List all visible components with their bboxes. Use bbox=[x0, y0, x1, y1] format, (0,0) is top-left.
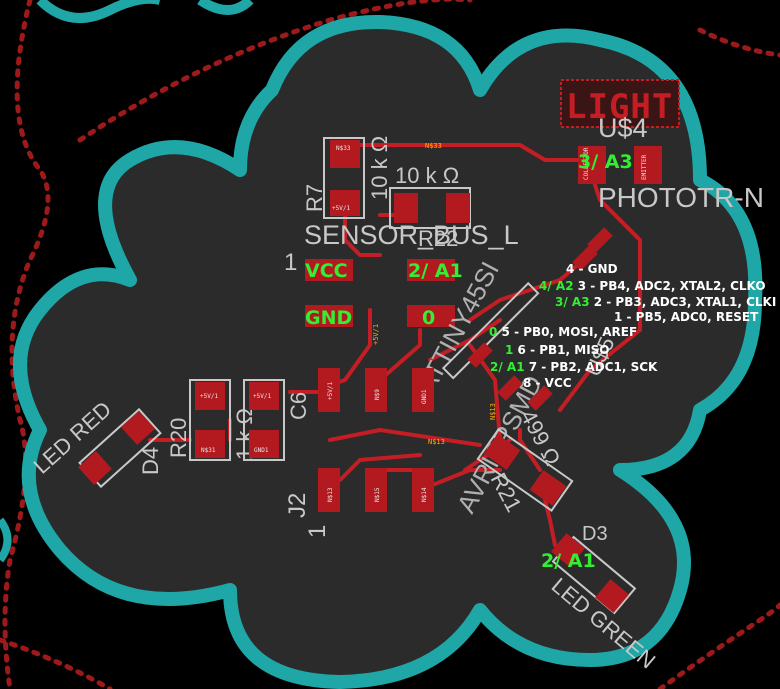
header-label-a1: 2/ A1 bbox=[408, 260, 463, 282]
dashed-outline-bottom bbox=[0, 637, 113, 689]
r21-pad-1 bbox=[483, 434, 521, 470]
r22-pad-left bbox=[394, 193, 418, 223]
r7-net-bottom: +5V/1 bbox=[332, 205, 350, 212]
pinout-line-4: 0 5 - PB0, MOSI, AREF bbox=[489, 325, 637, 339]
j2-pad-3 bbox=[365, 468, 387, 512]
sensor-bus-pin1: 1 bbox=[284, 249, 297, 276]
u4-collector-text: COLLECTOR bbox=[583, 147, 590, 180]
r20-pad-bottom bbox=[195, 430, 225, 458]
r20-net-bottom: N$31 bbox=[201, 447, 216, 454]
isp-net-vcc: +5V/1 bbox=[327, 382, 334, 400]
r21-outline bbox=[476, 428, 574, 512]
d4-name: D4 bbox=[138, 447, 163, 475]
neighbor-outline-left bbox=[0, 517, 12, 563]
j2-net-n13: N$13 bbox=[327, 487, 334, 502]
u4-name: U$4 bbox=[598, 113, 648, 143]
header-pad-gnd bbox=[305, 305, 353, 327]
d4-pad-2 bbox=[121, 411, 155, 445]
r20-pad-top bbox=[195, 382, 225, 410]
pinout-line-2: 3/ A3 2 - PB3, ADC3, XTAL1, CLKI bbox=[555, 295, 776, 309]
a1-led-label: 2/ A1 bbox=[541, 550, 596, 572]
pinout-line-7: 8 - VCC bbox=[523, 376, 572, 390]
j2-net-n14: N$14 bbox=[421, 487, 428, 502]
dashed-outline-bottomright bbox=[657, 602, 780, 689]
attiny-pad-2 bbox=[572, 245, 598, 271]
d4-pad-1 bbox=[78, 451, 112, 485]
board-outline bbox=[13, 14, 763, 689]
attiny-body bbox=[441, 281, 540, 380]
isp-net-n9: N$9 bbox=[374, 389, 381, 400]
r7-value: 10 k Ω bbox=[367, 136, 392, 200]
u4-value: PHOTOTR-N bbox=[598, 182, 764, 213]
r7-pad-top bbox=[330, 140, 360, 168]
pinout-line-0: 4 - GND bbox=[566, 262, 618, 276]
c6-outline bbox=[243, 379, 285, 461]
isp-pad-6 bbox=[412, 368, 434, 412]
c6-pad-top bbox=[249, 382, 279, 410]
r22-pad-right bbox=[446, 193, 470, 223]
header-pad-vcc bbox=[305, 259, 353, 281]
neighbor-outline-topright bbox=[197, 0, 254, 15]
isp-pad-2 bbox=[318, 368, 340, 412]
pinout-line-3: 1 - PB5, ADC0, RESET bbox=[614, 310, 759, 324]
r21-pad-2 bbox=[529, 470, 567, 506]
header-label-vcc: VCC bbox=[305, 260, 348, 282]
header-label-0: 0 bbox=[422, 307, 435, 329]
r20-net-top: +5V/1 bbox=[200, 393, 218, 400]
d3-pad-1 bbox=[551, 533, 585, 567]
u4-pad-collector bbox=[578, 146, 606, 184]
j2-pad-1 bbox=[318, 468, 340, 512]
attiny-pad-7 bbox=[527, 385, 553, 411]
header-label-gnd: GND bbox=[305, 307, 352, 329]
pinout-line-5: 1 6 - PB1, MISO bbox=[505, 343, 610, 357]
r22-value: 10 k Ω bbox=[395, 163, 459, 188]
attiny-pad-6 bbox=[497, 375, 523, 401]
j2-net-n15: N$15 bbox=[374, 487, 381, 502]
r22-net-top: N$33 bbox=[425, 142, 442, 150]
header-pad-0 bbox=[407, 305, 455, 327]
pinout-line-1: 4/ A2 3 - PB4, ADC2, XTAL2, CLKO bbox=[539, 279, 766, 293]
d3-name: D3 bbox=[582, 523, 608, 545]
sensor-bus-label: SENSOR_BUS_L bbox=[304, 220, 519, 250]
dashed-outline-arc bbox=[77, 0, 473, 143]
light-logo-box bbox=[560, 79, 680, 128]
attiny-pad-1 bbox=[587, 227, 613, 253]
r7-net-top: N$33 bbox=[336, 145, 351, 152]
j2-name: J2 bbox=[284, 493, 311, 518]
j2-pin1: 1 bbox=[304, 525, 331, 538]
neighbor-outline-top bbox=[36, 0, 160, 23]
r7-pad-bottom bbox=[330, 190, 360, 216]
c6-pad-bottom bbox=[249, 430, 279, 458]
pinout-line-6: 2/ A1 7 - PB2, ADC1, SCK bbox=[490, 360, 658, 374]
r20-outline bbox=[189, 379, 231, 461]
light-logo: LIGHT bbox=[566, 87, 673, 127]
net-n13-horizontal: N$13 bbox=[428, 438, 445, 446]
r7-name: R7 bbox=[302, 184, 327, 212]
j2-pad-5 bbox=[412, 468, 434, 512]
net-n13-vertical: N$13 bbox=[489, 403, 497, 420]
a3-photo-label: 3/ A3 bbox=[578, 151, 633, 173]
u4-emitter-text: EMITTER bbox=[641, 154, 648, 180]
attiny-pad-5 bbox=[467, 342, 493, 368]
r7-outline bbox=[323, 137, 365, 219]
r20-name: R20 bbox=[166, 418, 191, 458]
net-vcc-vertical: +5V/1 bbox=[372, 324, 380, 345]
isp-pad-4 bbox=[365, 368, 387, 412]
d3-pad-2 bbox=[595, 579, 629, 613]
r22-name: R22 bbox=[418, 226, 458, 251]
header-pad-a1 bbox=[407, 259, 455, 281]
u4-pad-emitter bbox=[634, 146, 662, 184]
dashed-outline-right bbox=[697, 27, 780, 58]
dashed-outline-left bbox=[2, 0, 51, 689]
isp-net-gnd: GND1 bbox=[421, 389, 428, 404]
c6-name: C6 bbox=[286, 392, 311, 420]
c6-net-top: +5V/1 bbox=[253, 393, 271, 400]
c6-net-bottom: GND1 bbox=[254, 447, 269, 454]
